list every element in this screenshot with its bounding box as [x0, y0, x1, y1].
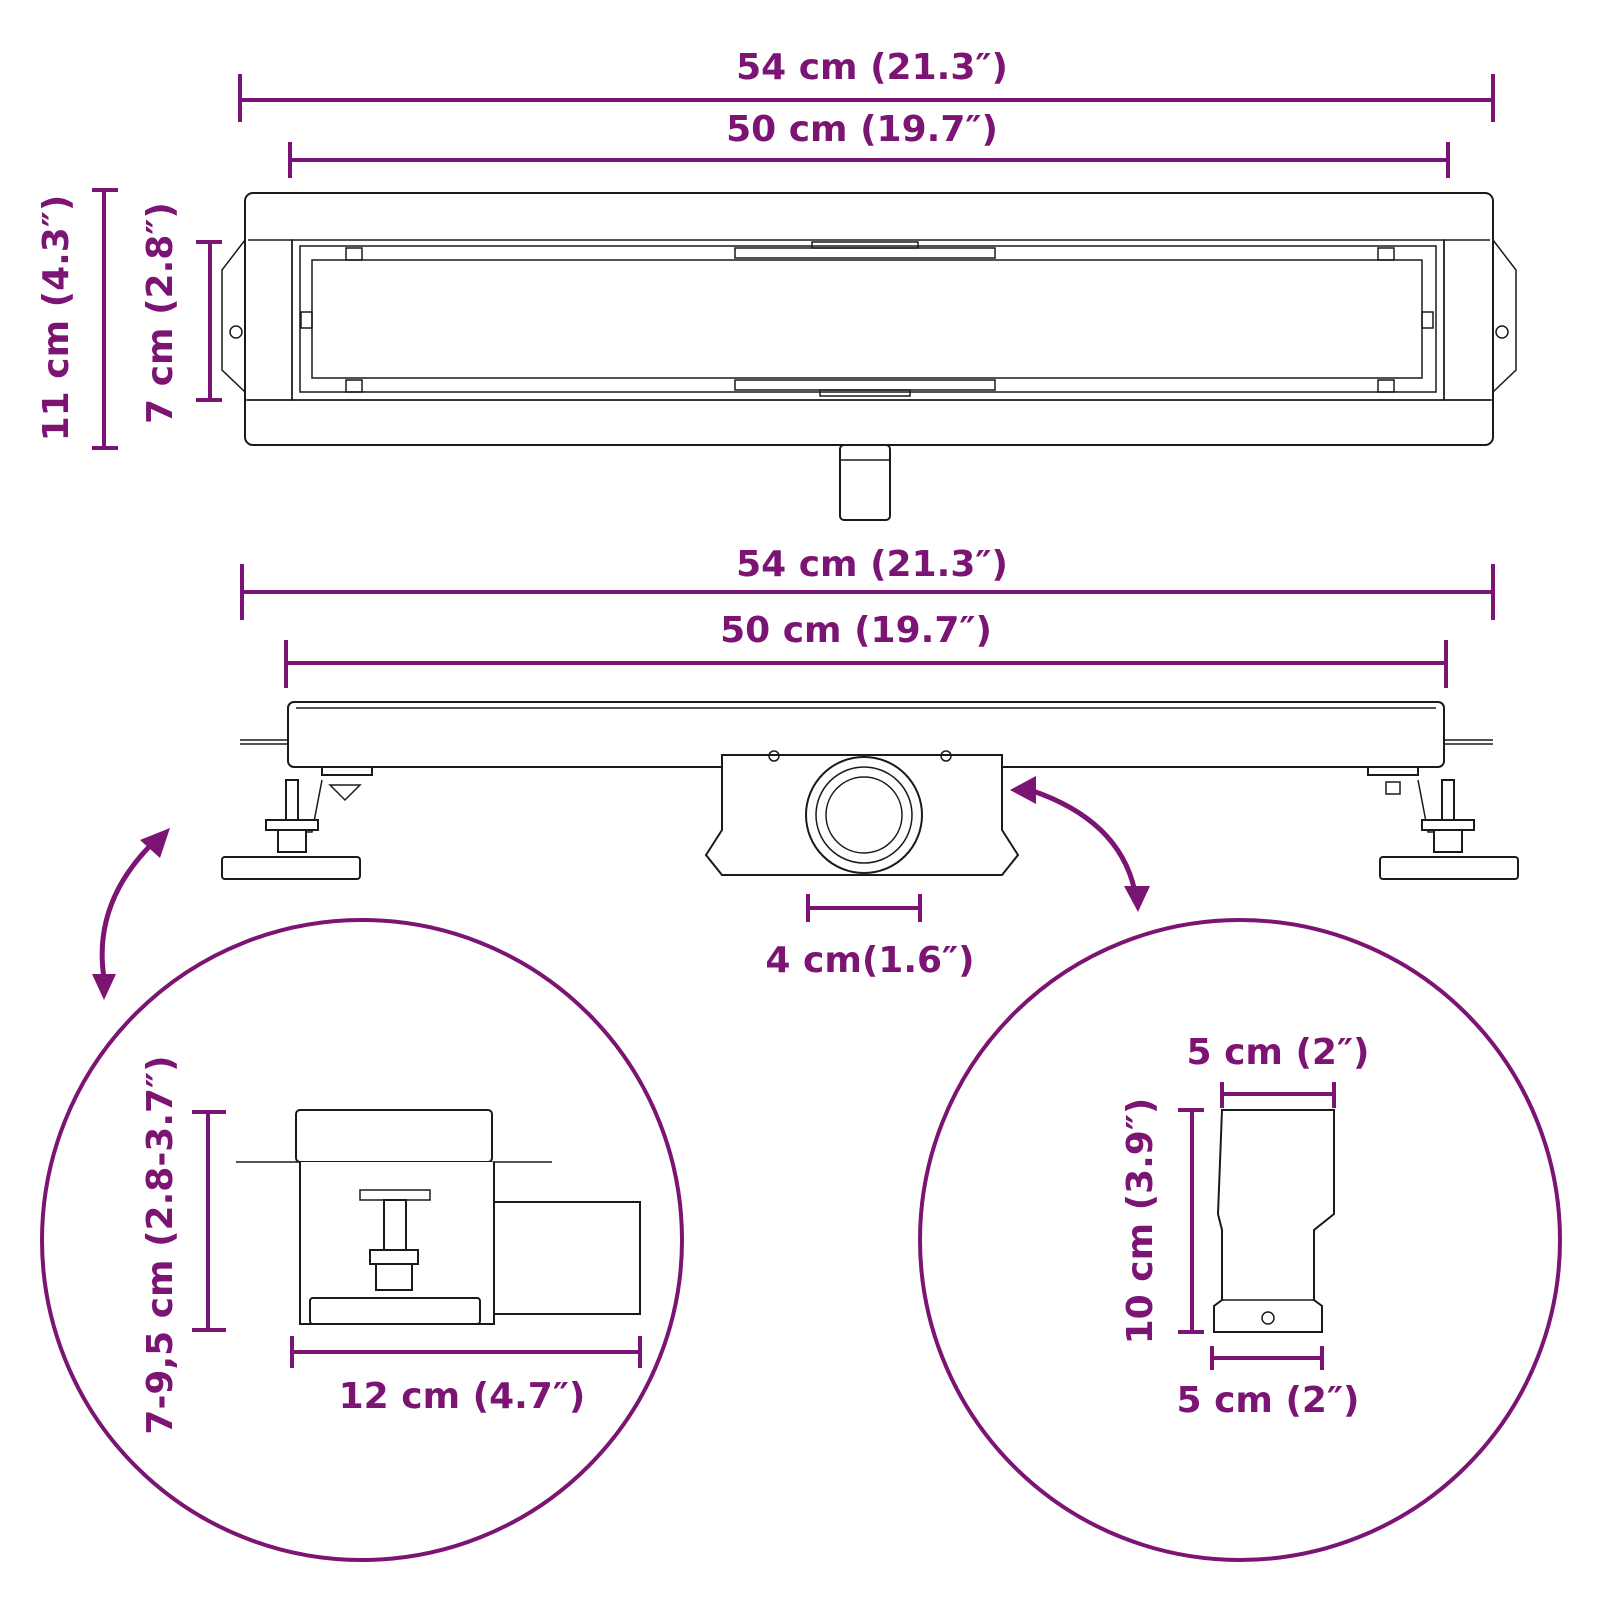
- right-detail-top-width-dimension: 5 cm (2″): [1186, 1032, 1370, 1108]
- outlet-pipe-detail: [1213, 1109, 1335, 1333]
- side-view: 54 cm (21.3″) 50 cm (19.7″): [92, 544, 1519, 1000]
- right-adjustable-foot: [1367, 766, 1519, 880]
- top-outer-height-dimension: 11 cm (4.3″): [36, 188, 118, 450]
- side-inner-width-label: 50 cm (19.7″): [720, 610, 992, 651]
- drain-side-drawing: [221, 701, 1519, 880]
- left-adjustable-foot: [221, 766, 373, 880]
- top-outer-width-label: 54 cm (21.3″): [736, 47, 1008, 88]
- top-view: 54 cm (21.3″) 50 cm (19.7″) 11 cm (4.3″)…: [36, 47, 1517, 521]
- drain-top-drawing: [221, 192, 1517, 446]
- left-detail: 7-9,5 cm (2.8-3.7″) 12 cm (4.7″): [40, 918, 684, 1562]
- left-callout-arrow: [92, 828, 170, 1000]
- top-outer-height-label: 11 cm (4.3″): [36, 195, 77, 442]
- left-detail-height-label: 7-9,5 cm (2.8-3.7″): [140, 1055, 181, 1434]
- top-inner-width-dimension: 50 cm (19.7″): [288, 109, 1450, 178]
- right-detail: 5 cm (2″) 10 cm (3.9″) 5 cm (2″): [918, 918, 1562, 1562]
- right-detail-top-width-label: 5 cm (2″): [1186, 1032, 1369, 1073]
- right-detail-height-dimension: 10 cm (3.9″): [1120, 1098, 1204, 1345]
- right-detail-bottom-width-label: 5 cm (2″): [1176, 1380, 1359, 1421]
- side-outer-width-label: 54 cm (21.3″): [736, 544, 1008, 585]
- top-outer-width-dimension: 54 cm (21.3″): [238, 47, 1495, 122]
- left-detail-section-drawing: [236, 1109, 641, 1325]
- left-detail-length-label: 12 cm (4.7″): [339, 1376, 586, 1417]
- top-inner-height-label: 7 cm (2.8″): [140, 202, 181, 424]
- outlet-diameter-label: 4 cm(1.6″): [765, 940, 974, 981]
- right-callout-arrow: [1010, 776, 1150, 912]
- right-detail-height-label: 10 cm (3.9″): [1120, 1098, 1161, 1345]
- left-detail-height-dimension: 7-9,5 cm (2.8-3.7″): [140, 1055, 226, 1435]
- outlet-diameter-dimension: 4 cm(1.6″): [765, 894, 975, 981]
- outlet-pipe-top: [839, 444, 891, 521]
- side-outer-width-dimension: 54 cm (21.3″): [240, 544, 1495, 620]
- top-inner-width-label: 50 cm (19.7″): [726, 109, 998, 150]
- left-detail-length-dimension: 12 cm (4.7″): [290, 1336, 642, 1417]
- right-detail-bottom-width-dimension: 5 cm (2″): [1176, 1346, 1360, 1421]
- left-detail-frame: [40, 918, 684, 1562]
- top-inner-height-dimension: 7 cm (2.8″): [140, 202, 222, 424]
- right-detail-frame: [918, 918, 1562, 1562]
- side-inner-width-dimension: 50 cm (19.7″): [284, 610, 1448, 688]
